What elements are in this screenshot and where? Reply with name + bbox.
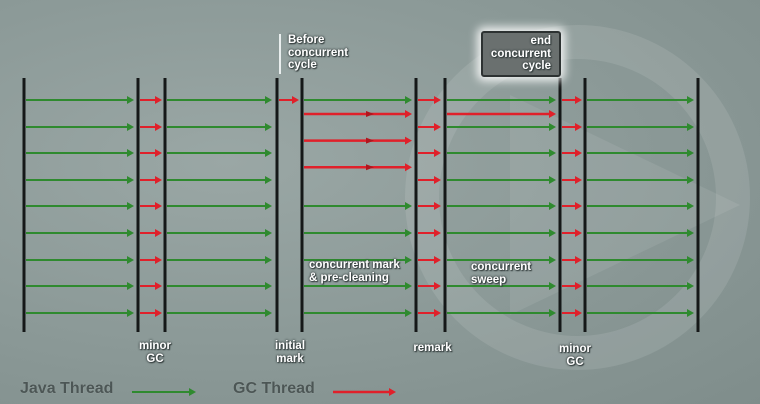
- java-thread-arrow-head: [549, 282, 556, 290]
- java-thread-arrow-head: [549, 149, 556, 157]
- concurrent-sweep-label: concurrent sweep: [471, 261, 532, 286]
- java-thread-arrow-head: [405, 96, 412, 104]
- gc-thread-arrow-head: [155, 256, 162, 264]
- minor-gc-label-2: minor GC: [559, 343, 591, 368]
- java-thread-arrow-head: [127, 202, 134, 210]
- gc-thread-arrow-head: [155, 309, 162, 317]
- java-thread-arrow-head: [549, 309, 556, 317]
- gc-thread-arrow-head: [575, 282, 582, 290]
- java-thread-arrow-head: [687, 123, 694, 131]
- legend-java-thread-label: Java Thread: [20, 380, 114, 397]
- java-thread-arrow-head: [127, 176, 134, 184]
- gc-thread-arrow-head: [434, 176, 441, 184]
- gc-thread-arrow-head: [434, 123, 441, 131]
- java-thread-arrow-head: [265, 149, 272, 157]
- java-thread-arrow-head: [405, 229, 412, 237]
- java-thread-arrow-head: [687, 96, 694, 104]
- java-thread-arrow-head: [549, 256, 556, 264]
- java-thread-arrow-head: [127, 282, 134, 290]
- java-thread-arrow-head: [687, 282, 694, 290]
- java-thread-arrow-head: [405, 309, 412, 317]
- java-thread-arrow-head: [549, 96, 556, 104]
- java-thread-arrow-head: [549, 202, 556, 210]
- gc-thread-arrow-head: [575, 123, 582, 131]
- minor-gc-label-1: minor GC: [139, 340, 171, 365]
- gc-thread-arrow-head: [434, 256, 441, 264]
- gc-thread-arrow-head: [155, 202, 162, 210]
- java-thread-arrow-head: [127, 256, 134, 264]
- java-thread-arrow-head: [265, 202, 272, 210]
- gc-thread-arrow-head: [155, 229, 162, 237]
- java-thread-arrow-head: [549, 229, 556, 237]
- java-thread-arrow-head: [687, 256, 694, 264]
- gc-thread-arrow-head: [575, 202, 582, 210]
- java-thread-arrow-head: [127, 149, 134, 157]
- java-thread-arrow-head: [687, 202, 694, 210]
- gc-thread-arrow-head: [155, 123, 162, 131]
- gc-thread-arrow-head: [434, 309, 441, 317]
- java-thread-arrow-head: [687, 149, 694, 157]
- java-thread-arrow-head: [265, 229, 272, 237]
- gc-concurrent-mark-arrow-head: [405, 163, 412, 172]
- initial-mark-label: initial mark: [274, 340, 306, 365]
- gc-thread-arrow-head: [575, 96, 582, 104]
- java-thread-arrow-head: [687, 229, 694, 237]
- java-thread-arrow-head: [127, 309, 134, 317]
- java-thread-arrow-head: [405, 202, 412, 210]
- end-concurrent-cycle-label: end concurrent cycle: [490, 35, 551, 72]
- gc-thread-arrow-head: [434, 96, 441, 104]
- java-thread-arrow-head: [265, 96, 272, 104]
- gc-thread-arrow-head: [575, 309, 582, 317]
- gc-thread-arrow-head: [155, 96, 162, 104]
- java-thread-arrow-head: [265, 309, 272, 317]
- java-thread-arrow-head: [265, 176, 272, 184]
- before-concurrent-cycle-label: Before concurrent cycle: [288, 34, 349, 71]
- gc-thread-arrow-head: [434, 229, 441, 237]
- remark-label: remark: [413, 342, 452, 354]
- java-thread-arrow-head: [127, 123, 134, 131]
- gc-thread-arrow-head: [155, 176, 162, 184]
- java-thread-arrow-head: [687, 176, 694, 184]
- before-cycle-marker: [279, 34, 281, 74]
- gc-thread-arrow-head: [155, 149, 162, 157]
- java-thread-arrow-head: [549, 123, 556, 131]
- gc-thread-arrow-head: [575, 256, 582, 264]
- java-thread-arrow-head: [687, 309, 694, 317]
- java-thread-arrow-head: [265, 282, 272, 290]
- gc-concurrent-mark-midhead: [366, 137, 374, 144]
- java-thread-arrow-head: [265, 123, 272, 131]
- gc-concurrent-mark-midhead: [366, 111, 374, 117]
- java-thread-arrow-head: [265, 256, 272, 264]
- java-thread-arrow-head: [127, 229, 134, 237]
- gc-thread-arrow-head: [434, 202, 441, 210]
- concurrent-mark-label: concurrent mark & pre-cleaning: [309, 259, 400, 284]
- gc-concurrent-mark-arrow-head: [405, 110, 412, 118]
- java-thread-arrow-head: [405, 256, 412, 264]
- legend-gc-thread-arrow-head: [389, 388, 396, 396]
- gc-thread-arrow-head: [155, 282, 162, 290]
- java-thread-arrow-head: [127, 96, 134, 104]
- gc-thread-arrow-head: [575, 176, 582, 184]
- legend-gc-thread-label: GC Thread: [233, 380, 315, 397]
- gc-thread-arrow-head: [575, 229, 582, 237]
- gc-thread-arrow-head: [434, 149, 441, 157]
- gc-thread-arrow-head: [434, 282, 441, 290]
- java-thread-arrow-head: [549, 176, 556, 184]
- java-thread-arrow-head: [405, 282, 412, 290]
- gc-concurrent-mark-arrow-head: [405, 136, 412, 145]
- legend-java-thread-arrow-head: [189, 388, 196, 396]
- gc-concurrent-mark-midhead: [366, 164, 374, 171]
- end-concurrent-cycle-box: [481, 31, 561, 77]
- gc-thread-arrow-head: [575, 149, 582, 157]
- gc-initial-mark-arrow-head: [292, 96, 299, 104]
- gc-concurrent-sweep-arrow-head: [549, 110, 556, 118]
